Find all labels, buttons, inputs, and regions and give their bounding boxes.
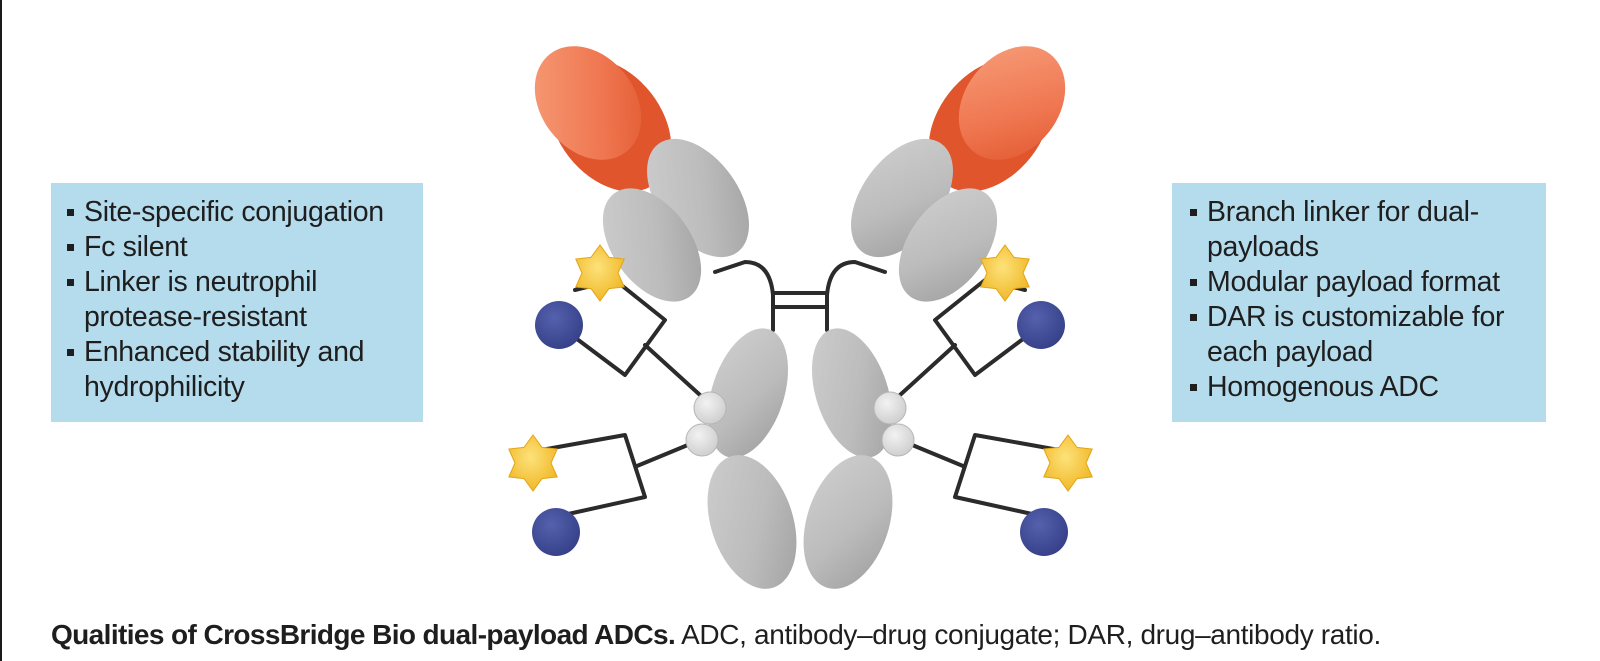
- quality-item: Fc silent: [65, 230, 415, 265]
- right-ch3-domain: [803, 455, 893, 589]
- quality-item: Modular payload format: [1188, 265, 1540, 300]
- payload-circle-icon: [532, 508, 580, 556]
- left-qualities-panel: Site-specific conjugation Fc silent Link…: [51, 183, 423, 422]
- conjugation-site: [693, 391, 727, 425]
- payload-circles: [532, 301, 1068, 556]
- quality-item: Branch linker for dual-payloads: [1188, 195, 1540, 265]
- fc-domains: [707, 328, 893, 589]
- right-binding-tip: [958, 46, 1066, 160]
- quality-item: DAR is customizable for each payload: [1188, 300, 1540, 370]
- quality-item: Enhanced stability and hydrophilicity: [65, 335, 415, 405]
- fab-domains: [602, 138, 998, 302]
- left-qualities-list: Site-specific conjugation Fc silent Link…: [65, 195, 415, 405]
- payload-star-icon: [1043, 434, 1093, 492]
- antigen-binding-tips: [534, 46, 1066, 192]
- left-frame-border: [0, 0, 2, 661]
- left-ch2-domain: [707, 328, 789, 458]
- conjugation-site: [881, 423, 915, 457]
- payload-circle-icon: [535, 301, 583, 349]
- right-qualities-panel: Branch linker for dual-payloads Modular …: [1172, 183, 1546, 422]
- payload-circle-icon: [1020, 508, 1068, 556]
- payload-star-icon: [508, 434, 558, 492]
- linker-lines: [528, 260, 1072, 520]
- caption-title: Qualities of CrossBridge Bio dual-payloa…: [51, 619, 676, 650]
- conjugation-site: [873, 391, 907, 425]
- caption-text: ADC, antibody–drug conjugate; DAR, drug–…: [681, 619, 1381, 650]
- figure-caption: Qualities of CrossBridge Bio dual-payloa…: [51, 616, 1597, 654]
- right-qualities-list: Branch linker for dual-payloads Modular …: [1188, 195, 1540, 405]
- quality-item: Site-specific conjugation: [65, 195, 415, 230]
- conjugation-sites: [685, 391, 915, 457]
- quality-item: Homogenous ADC: [1188, 370, 1540, 405]
- dual-payload-adc-diagram: [508, 46, 1093, 589]
- payload-circle-icon: [1017, 301, 1065, 349]
- left-binding-tip: [534, 46, 642, 160]
- quality-item: Linker is neutrophil protease-resistant: [65, 265, 415, 335]
- payload-stars: [508, 244, 1093, 492]
- conjugation-site: [685, 423, 719, 457]
- left-ch3-domain: [707, 455, 797, 589]
- left-fab-lower: [602, 188, 702, 302]
- right-ch2-domain: [811, 328, 893, 458]
- right-fab-lower: [898, 188, 998, 302]
